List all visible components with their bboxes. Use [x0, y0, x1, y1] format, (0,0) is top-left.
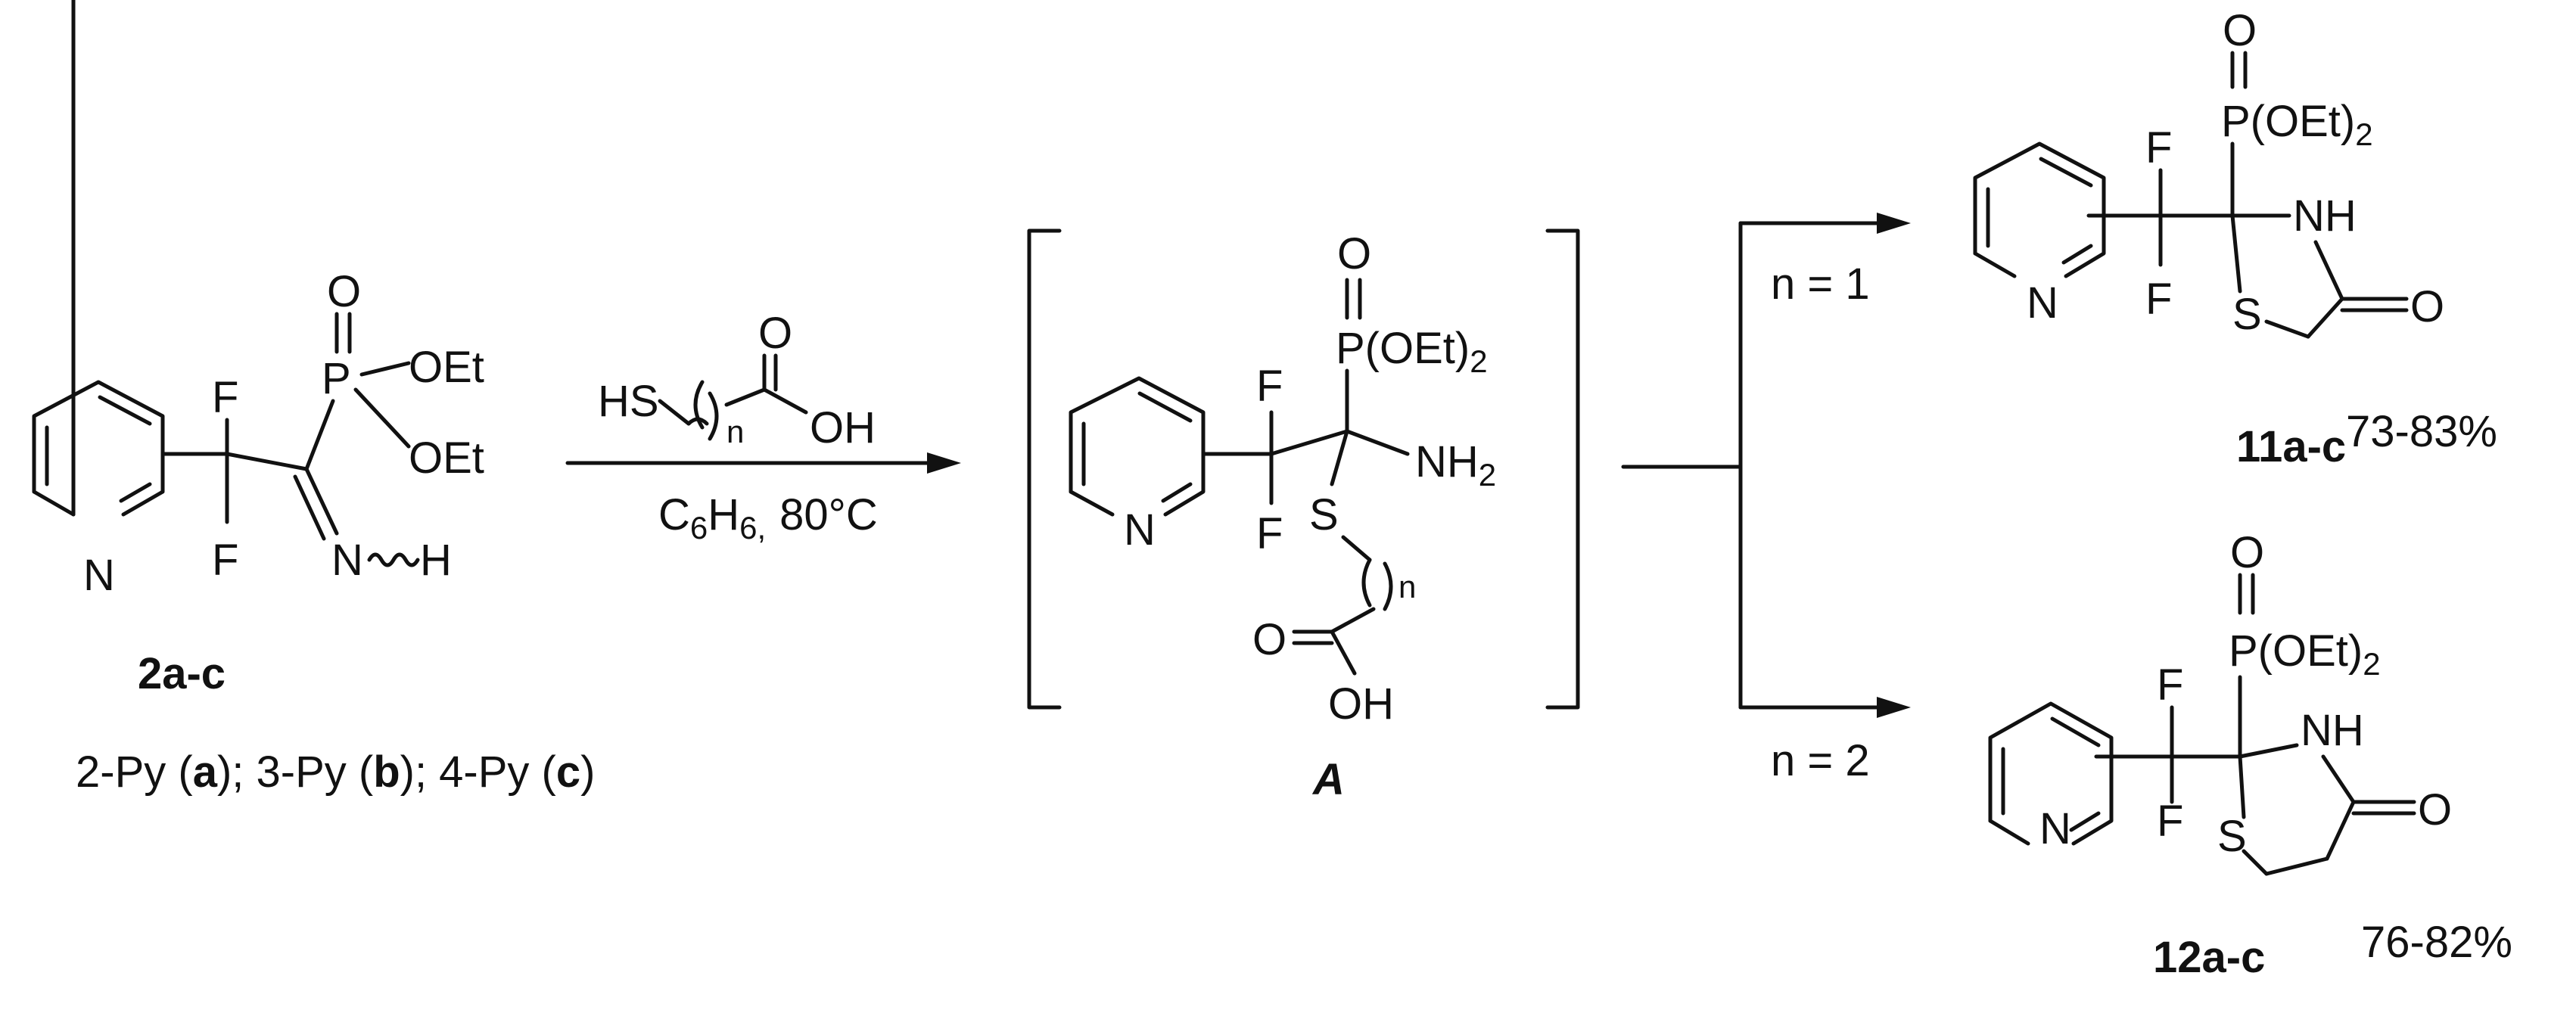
branching-arrows [1621, 213, 1911, 718]
product-11-yield: 73-83% [2346, 407, 2497, 456]
atom-O-12: O [2230, 528, 2264, 577]
intermediate-brackets [1027, 228, 1580, 710]
reagent-O: O [758, 309, 792, 358]
atom-O-A-acid: O [1252, 615, 1286, 664]
atom-N-12: N [2039, 804, 2071, 853]
atom-F-A-top: F [1256, 362, 1283, 411]
pyridine-ring-A [1069, 376, 1206, 517]
branch-2-condition: n = 2 [1771, 736, 1870, 785]
atom-O-11: O [2223, 6, 2257, 55]
pyridine-ring-2 [32, 0, 165, 517]
atom-P-2: P [322, 354, 351, 403]
atom-O-2: O [327, 267, 361, 316]
atom-F-12-top: F [2157, 660, 2183, 710]
atom-OEt-upper: OEt [409, 343, 484, 392]
atom-POEt2-A: P(OEt)2 [1336, 324, 1488, 379]
reagent-structure: HS n O OH [598, 309, 876, 452]
atom-H-imine: H [420, 536, 452, 585]
atom-O-A: O [1337, 229, 1371, 278]
product-11-label: 11a-c [2236, 422, 2346, 471]
atom-S-12: S [2217, 812, 2247, 861]
reagent-n: n [726, 414, 744, 449]
atom-POEt2-11: P(OEt)2 [2221, 97, 2373, 152]
atom-F-11-top: F [2145, 123, 2172, 172]
atom-F-bottom: F [212, 536, 238, 585]
atom-OEt-lower: OEt [409, 434, 484, 483]
atom-S-A: S [1309, 490, 1339, 539]
atom-OH-A: OH [1328, 679, 1394, 729]
reaction-conditions: C6H6,80°C [658, 490, 878, 545]
reagent-HS: HS [598, 377, 659, 426]
product-12-label: 12a-c [2153, 933, 2265, 982]
atom-F-11-bottom: F [2145, 275, 2172, 324]
intermediate-A-label: A [1311, 755, 1345, 804]
product-12-yield: 76-82% [2361, 918, 2512, 967]
atom-N: N [83, 551, 115, 600]
atom-F-A-bottom: F [1256, 509, 1283, 558]
atom-POEt2-12: P(OEt)2 [2229, 626, 2381, 682]
reaction-arrow-1 [565, 452, 961, 474]
branch-1-condition: n = 1 [1771, 259, 1870, 309]
compound-2-description: 2-Py (a); 3-Py (b); 4-Py (c) [76, 747, 595, 797]
compound-2-label: 2a-c [138, 649, 226, 698]
pyridine-ring-11 [1973, 141, 2106, 278]
product-12-structure: N F F P(OEt)2 O NH O S [1988, 528, 2452, 876]
intermediate-A-structure: N F F P(OEt)2 O NH2 S n O OH [1069, 229, 1496, 729]
atom-O-11-ketone: O [2410, 282, 2444, 331]
atom-N-11: N [2027, 278, 2058, 328]
compound-2-structure: N F F N H P O OEt OEt [32, 0, 484, 600]
atom-O-12-ketone: O [2418, 785, 2452, 834]
atom-S-11: S [2232, 290, 2262, 339]
product-11-structure: N F F P(OEt)2 O NH O S [1973, 6, 2444, 339]
reagent-OH: OH [810, 403, 876, 452]
atom-NH-11: NH [2293, 191, 2357, 241]
atom-n-A: n [1398, 569, 1416, 604]
atom-NH2-A: NH2 [1415, 437, 1496, 493]
atom-N-imine: N [331, 536, 363, 585]
atom-F-top: F [212, 373, 238, 422]
atom-N-A: N [1124, 505, 1156, 555]
atom-F-12-bottom: F [2157, 797, 2183, 846]
pyridine-ring-12 [1988, 701, 2114, 846]
atom-NH-12: NH [2301, 706, 2364, 755]
